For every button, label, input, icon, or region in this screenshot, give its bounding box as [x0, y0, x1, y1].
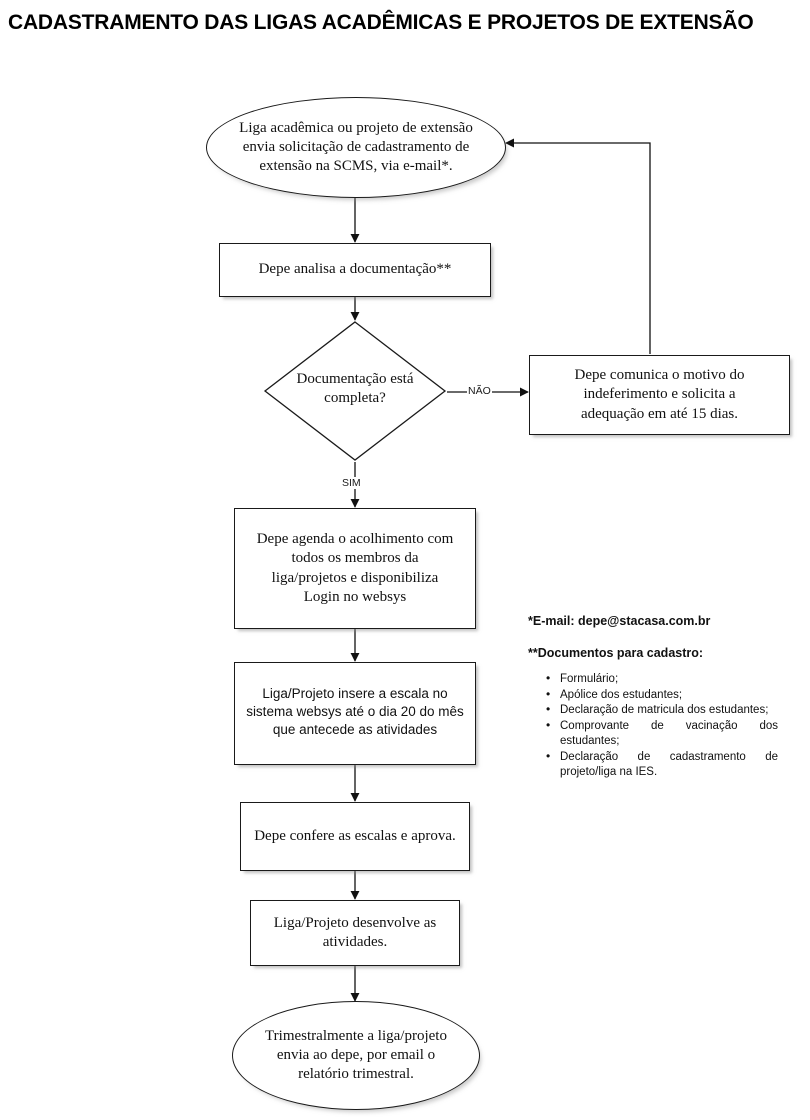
node-decision-documentation-complete[interactable]: Documentação está completa?	[263, 320, 447, 462]
node-analyze-documentation[interactable]: Depe analisa a documentação**	[219, 243, 491, 297]
edge-reject-loop-back-to-start	[505, 138, 651, 354]
list-item: Declaração de matricula dos estudantes;	[546, 702, 796, 718]
legend-email-note: *E-mail: depe@stacasa.com.br	[528, 614, 711, 628]
node-end-quarterly-report[interactable]: Trimestralmente a liga/projeto envia ao …	[232, 1001, 480, 1110]
node-check-scale-label: Depe confere as escalas e aprova.	[254, 827, 456, 844]
node-develop-activities-label: Liga/Projeto desenvolve as atividades.	[273, 914, 437, 950]
legend-notes: *E-mail: depe@stacasa.com.br **Documento…	[528, 614, 796, 781]
node-reject-notice-label: Depe comunica o motivo do indeferimento …	[574, 367, 745, 422]
diamond-shape	[263, 321, 447, 461]
node-reject-notice[interactable]: Depe comunica o motivo do indeferimento …	[529, 355, 790, 435]
node-develop-activities[interactable]: Liga/Projeto desenvolve as atividades.	[250, 900, 460, 966]
edge-label-nao: NÃO	[467, 385, 492, 397]
node-insert-scale-label: Liga/Projeto insere a escala no sistema …	[246, 686, 464, 737]
node-schedule-welcome-label: Depe agenda o acolhimento com todos os m…	[256, 531, 454, 605]
list-item: Formulário;	[546, 671, 796, 687]
node-end-quarterly-report-label: Trimestralmente a liga/projeto envia ao …	[265, 1027, 447, 1083]
node-start-request-label: Liga acadêmica ou projeto de extensão en…	[239, 119, 473, 175]
node-insert-scale[interactable]: Liga/Projeto insere a escala no sistema …	[234, 662, 476, 765]
legend-docs-list: Formulário; Apólice dos estudantes; Decl…	[528, 671, 796, 780]
list-item: Apólice dos estudantes;	[546, 687, 796, 703]
edge-label-sim: SIM	[341, 477, 362, 489]
node-analyze-documentation-label: Depe analisa a documentação**	[258, 261, 452, 278]
node-schedule-welcome[interactable]: Depe agenda o acolhimento com todos os m…	[234, 508, 476, 629]
node-start-request[interactable]: Liga acadêmica ou projeto de extensão en…	[206, 97, 506, 198]
node-decision-label: Documentação está completa?	[296, 371, 414, 407]
legend-docs-title: **Documentos para cadastro:	[528, 646, 704, 660]
page-title: CADASTRAMENTO DAS LIGAS ACADÊMICAS E PRO…	[8, 11, 754, 34]
list-item: Declaração de cadastramento de projeto/l…	[546, 749, 796, 780]
node-check-scale[interactable]: Depe confere as escalas e aprova.	[240, 802, 470, 871]
list-item: Comprovante de vacinação dos estudantes;	[546, 718, 796, 749]
